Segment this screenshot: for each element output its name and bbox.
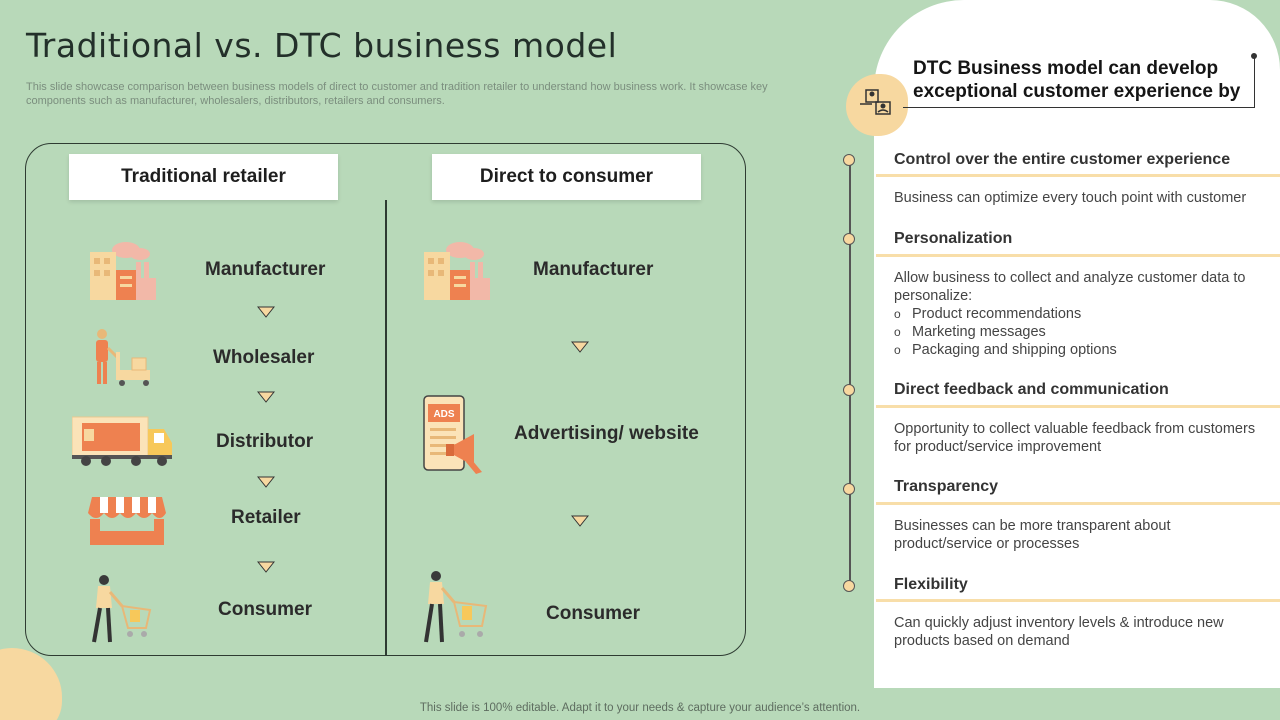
- trad-step-consumer: Consumer: [218, 599, 312, 621]
- timeline-dot: [843, 483, 855, 495]
- trad-step-wholesaler: Wholesaler: [213, 347, 314, 369]
- timeline-line: [849, 160, 851, 586]
- shopper-icon: [420, 568, 490, 646]
- feature-bar: [876, 599, 1280, 602]
- team-badge-icon: [846, 74, 908, 136]
- feature-bar: [876, 502, 1280, 505]
- feature-bar: [876, 405, 1280, 408]
- feature-desc: Can quickly adjust inventory levels & in…: [894, 614, 1264, 650]
- factory-icon: [86, 240, 158, 302]
- feature-bullet: Packaging and shipping options: [894, 341, 1264, 359]
- feature-bullet: Marketing messages: [894, 323, 1264, 341]
- feature-desc: Opportunity to collect valuable feedback…: [894, 420, 1264, 456]
- column-divider: [385, 200, 387, 656]
- feature-desc: Business can optimize every touch point …: [894, 189, 1264, 207]
- timeline-dot: [843, 384, 855, 396]
- panel-title-line2: exceptional customer experience by: [913, 80, 1240, 103]
- panel-title: DTC Business model can develop exception…: [913, 57, 1240, 103]
- page-subtitle: This slide showcase comparison between b…: [26, 80, 826, 108]
- trad-step-manufacturer: Manufacturer: [205, 259, 325, 281]
- feature-title: Personalization: [894, 230, 1012, 248]
- timeline-dot: [843, 233, 855, 245]
- factory-icon: [420, 240, 492, 302]
- ads-megaphone-icon: ADS: [422, 394, 488, 476]
- timeline-dot: [843, 580, 855, 592]
- timeline-dot: [843, 154, 855, 166]
- feature-title: Flexibility: [894, 576, 968, 594]
- feature-bullet: Product recommendations: [894, 305, 1264, 323]
- worker-with-cart-icon: [92, 328, 154, 388]
- feature-title: Direct feedback and communication: [894, 381, 1169, 399]
- slide-footer: This slide is 100% editable. Adapt it to…: [0, 702, 1280, 714]
- feature-bullet-list: Product recommendations Marketing messag…: [894, 305, 1264, 359]
- page-title: Traditional vs. DTC business model: [26, 26, 617, 65]
- dtc-step-advertising: Advertising/ website: [514, 423, 699, 445]
- feature-title: Control over the entire customer experie…: [894, 151, 1230, 169]
- feature-bar: [876, 174, 1280, 177]
- panel-title-dot: [1251, 53, 1257, 59]
- store-awning-icon: [86, 495, 168, 547]
- ads-label: ADS: [433, 409, 454, 420]
- dtc-step-consumer: Consumer: [546, 603, 640, 625]
- shopper-icon: [88, 572, 154, 646]
- feature-desc-text: Allow business to collect and analyze cu…: [894, 269, 1264, 305]
- traditional-heading: Traditional retailer: [69, 154, 338, 200]
- feature-desc: Allow business to collect and analyze cu…: [894, 269, 1264, 359]
- dtc-heading: Direct to consumer: [432, 154, 701, 200]
- trad-step-distributor: Distributor: [216, 431, 313, 453]
- trad-step-retailer: Retailer: [231, 507, 301, 529]
- delivery-truck-icon: [72, 415, 174, 467]
- feature-bar: [876, 254, 1280, 257]
- feature-title: Transparency: [894, 478, 998, 496]
- feature-desc: Businesses can be more transparent about…: [894, 517, 1264, 553]
- dtc-step-manufacturer: Manufacturer: [533, 259, 653, 281]
- panel-title-line1: DTC Business model can develop: [913, 57, 1240, 80]
